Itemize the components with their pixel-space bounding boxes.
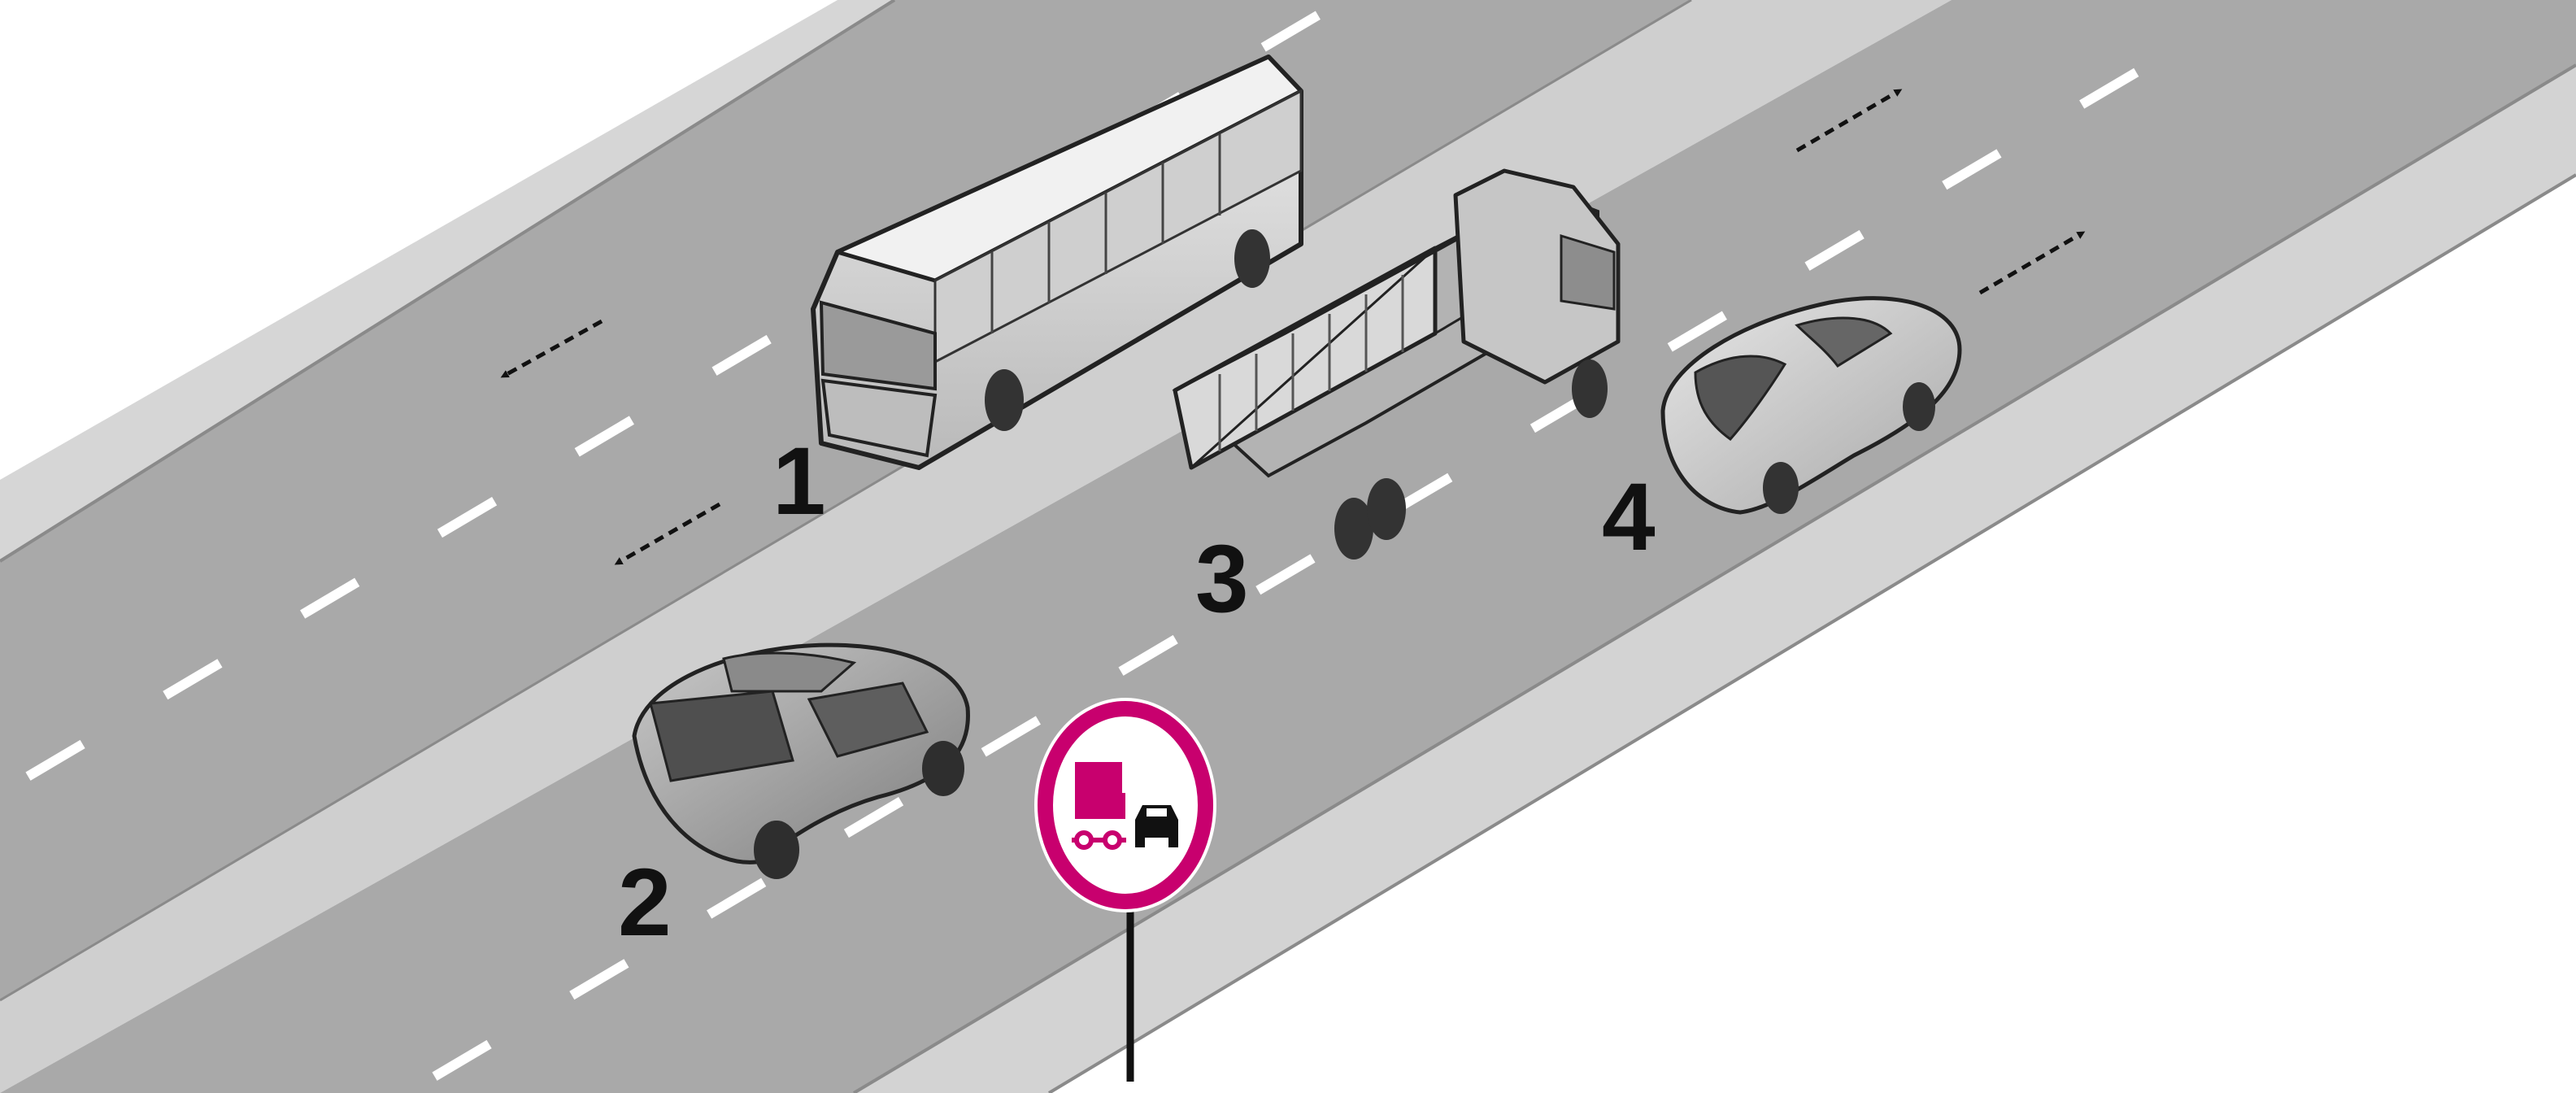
- vehicle-number: 3: [1195, 525, 1249, 633]
- suv: [632, 642, 970, 879]
- left-arrow-icon: [500, 319, 603, 378]
- lane-dash: [1804, 229, 1865, 271]
- lane-dash: [2079, 67, 2139, 109]
- lane-dash: [843, 797, 904, 838]
- lane-dash: [25, 739, 85, 781]
- lane-dash: [1255, 554, 1316, 595]
- vehicle-number: 1: [772, 428, 826, 535]
- vehicle-number: 4: [1602, 464, 1656, 571]
- sedan: [1660, 296, 1962, 515]
- lane-dash: [163, 659, 223, 700]
- bus: [811, 54, 1303, 470]
- lane-dash: [432, 1039, 492, 1081]
- lane-dash: [1942, 149, 2002, 190]
- car-icon: [1135, 805, 1178, 847]
- right-arrow-icon: [1795, 89, 1903, 153]
- left-arrow-icon: [614, 502, 721, 565]
- no-overtaking-trucks-sign: [1034, 698, 1216, 1082]
- lane-dash: [1118, 634, 1178, 676]
- lane-dash: [981, 716, 1041, 757]
- lane-dash: [300, 577, 360, 619]
- vehicle-number: 2: [618, 849, 672, 956]
- lane-dash: [569, 959, 629, 1000]
- lane-dash: [437, 497, 498, 538]
- lane-dash: [574, 416, 634, 457]
- lane-dash: [1667, 311, 1727, 352]
- direction-arrows: [500, 89, 2086, 565]
- truck-icon: [1072, 762, 1126, 850]
- lane-dash: [707, 877, 767, 919]
- right-arrow-icon: [1978, 231, 2086, 295]
- lane-dash: [1260, 11, 1321, 52]
- lane-dash: [711, 334, 772, 376]
- dump-truck: [1172, 168, 1621, 560]
